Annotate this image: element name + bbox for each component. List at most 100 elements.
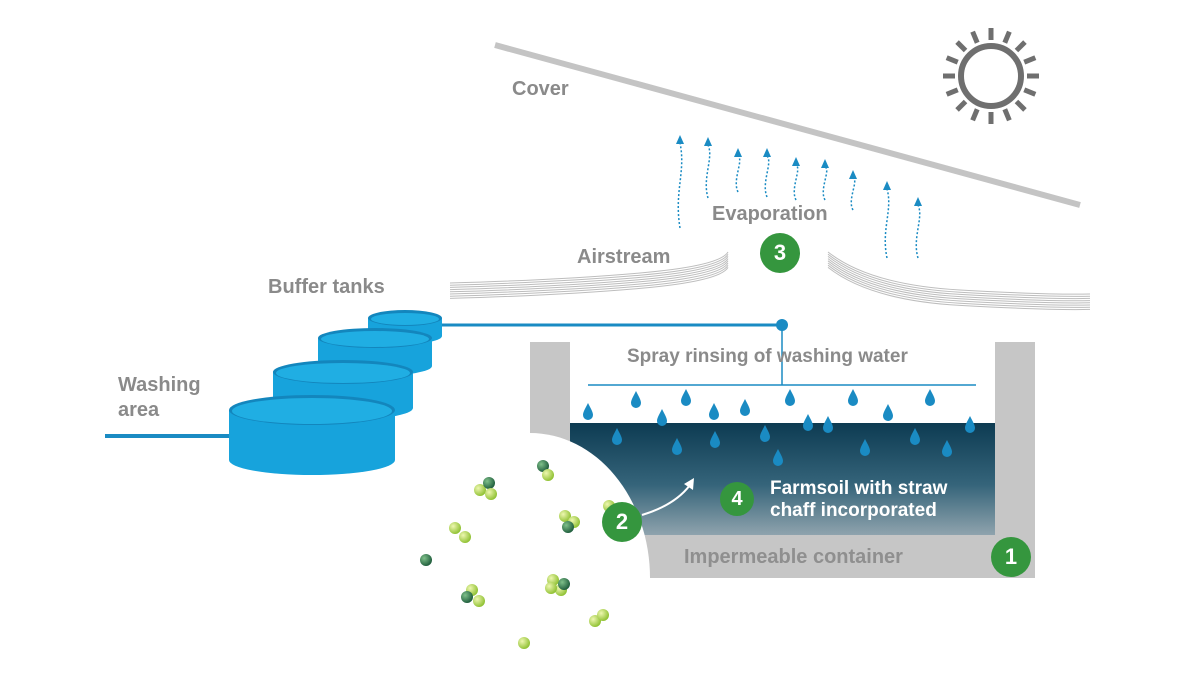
evaporation-label: Evaporation: [712, 203, 828, 225]
water-droplet-icon: [965, 416, 975, 433]
water-droplet-icon: [740, 399, 750, 416]
airstream-line: [449, 262, 729, 295]
microbe-particle-icon: [537, 460, 549, 472]
water-droplet-icon: [657, 409, 667, 426]
evaporation-arrow-head: [792, 157, 800, 166]
buffer-tank-body: [229, 410, 395, 475]
airstream-line: [827, 258, 1091, 302]
sun-icon: [943, 28, 1039, 124]
airstream-line: [449, 264, 729, 297]
sun-ray: [1023, 55, 1037, 65]
evaporation-arrow-head: [704, 137, 712, 146]
microbe-particle-icon: [559, 510, 571, 522]
evaporation-arrow-icon: [915, 204, 921, 259]
water-droplet-icon: [803, 414, 813, 431]
airstream-line: [827, 251, 1091, 295]
sun-ray: [955, 99, 968, 112]
airstream-line: [449, 260, 729, 293]
cover-label: Cover: [512, 78, 569, 100]
water-droplet-icon: [925, 389, 935, 406]
evaporation-arrow-icon: [793, 164, 799, 201]
microbe-particles: [420, 460, 615, 649]
microbe-particle-icon: [518, 637, 530, 649]
step-4-badge: 4: [720, 482, 754, 516]
evaporation-arrows: [676, 135, 922, 259]
microbe-particle-icon: [542, 469, 554, 481]
evaporation-arrow-icon: [850, 177, 856, 211]
microbe-particle-icon: [562, 521, 574, 533]
cover-line: [494, 42, 1081, 208]
microbe-particle-icon: [558, 578, 570, 590]
water-droplet-icon: [583, 403, 593, 420]
step-2-badge: 2: [602, 502, 642, 542]
evaporation-arrow-icon: [822, 166, 828, 201]
sun-ray: [970, 108, 980, 122]
farmsoil-label: Farmsoil with straw chaff incorporated: [770, 478, 948, 521]
leaching-arrow-head: [684, 478, 694, 490]
airstream-label: Airstream: [577, 246, 671, 268]
buffer-tank-top-inner: [371, 313, 439, 325]
buffer-tank-top-inner: [321, 331, 429, 347]
evaporation-arrow-icon: [705, 144, 711, 199]
water-droplet-icon: [681, 389, 691, 406]
step-1-badge: 1: [991, 537, 1031, 577]
microbe-particle-icon: [545, 582, 557, 594]
sun-ray: [945, 87, 959, 97]
sun-ray: [1014, 40, 1027, 53]
microbe-particle-icon: [461, 591, 473, 603]
microbe-particle-icon: [459, 531, 471, 543]
airstream-lines: [449, 251, 1091, 311]
buffer-tanks-label: Buffer tanks: [268, 276, 385, 298]
evaporation-arrow-head: [676, 135, 684, 144]
sun-ray: [1002, 30, 1012, 44]
evaporation-arrow-head: [763, 148, 771, 157]
airstream-line: [827, 264, 1091, 308]
water-droplet-icon: [883, 404, 893, 421]
sun-ray: [945, 55, 959, 65]
water-droplet-icon: [823, 416, 833, 433]
leaching-arrow: [641, 484, 691, 516]
evaporation-arrow-head: [849, 170, 857, 179]
evaporation-arrow-icon: [735, 155, 741, 193]
microbe-particle-icon: [483, 477, 495, 489]
water-droplet-icon: [848, 389, 858, 406]
airstream-line: [449, 251, 729, 284]
evaporation-arrow-icon: [884, 188, 890, 259]
buffer-tank-top-inner: [276, 363, 410, 383]
microbe-particle-icon: [420, 554, 432, 566]
microbe-particle-icon: [597, 609, 609, 621]
evaporation-arrow-icon: [677, 142, 683, 229]
washing-area-label: Washing area: [118, 374, 201, 421]
evaporation-arrow-head: [883, 181, 891, 190]
airstream-line: [827, 253, 1091, 297]
airstream-line: [449, 253, 729, 286]
airstream-line: [449, 256, 729, 288]
water-droplet-icon: [785, 389, 795, 406]
airstream-line: [827, 260, 1091, 304]
airstream-line: [827, 267, 1091, 311]
airstream-line: [827, 262, 1091, 306]
sun-ray: [955, 40, 968, 53]
airstream-line: [827, 256, 1091, 300]
spray-rinsing-label: Spray rinsing of washing water: [627, 346, 908, 367]
sun-ray: [1014, 99, 1027, 112]
step-3-badge: 3: [760, 233, 800, 273]
sun-ray: [1002, 108, 1012, 122]
water-droplet-icon: [631, 391, 641, 408]
buffer-tanks: [229, 310, 442, 475]
buffer-tank-top-inner: [232, 398, 392, 424]
microbe-particle-icon: [485, 488, 497, 500]
airstream-line: [449, 258, 729, 291]
water-droplet-icon: [709, 403, 719, 420]
sun-disc: [958, 43, 1024, 109]
sun-ray: [1023, 87, 1037, 97]
microbe-particle-icon: [474, 484, 486, 496]
container-label: Impermeable container: [684, 546, 903, 568]
evaporation-arrow-head: [734, 148, 742, 157]
microbe-particle-icon: [449, 522, 461, 534]
evaporation-arrow-head: [821, 159, 829, 168]
sun-ray: [970, 30, 980, 44]
evaporation-arrow-head: [914, 197, 922, 206]
airstream-line: [449, 267, 729, 299]
